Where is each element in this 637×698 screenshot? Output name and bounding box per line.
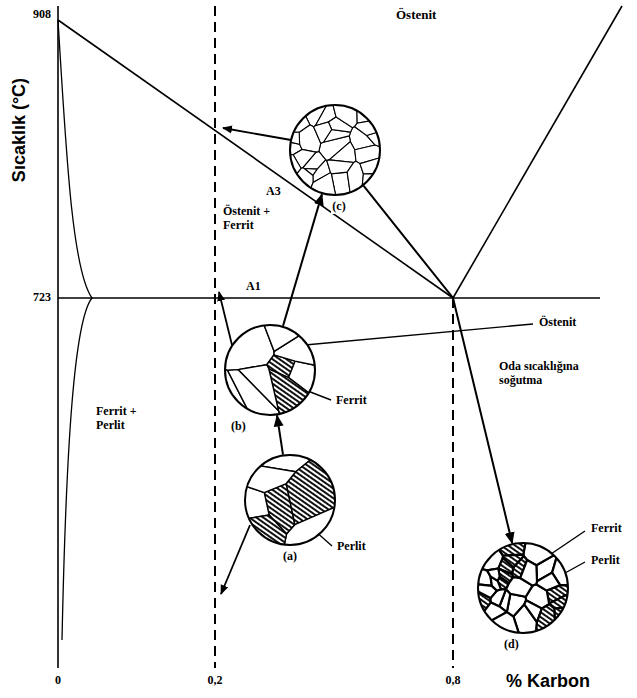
grain xyxy=(245,466,296,493)
temperature-value: 908 xyxy=(32,8,52,22)
phase-region-label: Ferrit + Perlit xyxy=(95,405,155,433)
circle-caption: (d) xyxy=(477,634,569,652)
label-anchor: A1 xyxy=(245,280,262,294)
phase-region-label: Östenit xyxy=(395,8,437,23)
label-anchor: Perlit xyxy=(590,554,621,568)
carbon-value: 0 xyxy=(54,674,62,688)
label-anchor: 908 xyxy=(32,8,52,22)
circle-outline xyxy=(225,325,315,415)
grain-structure xyxy=(477,542,569,634)
label-anchor: Ferrit xyxy=(590,522,623,536)
axis-title: Sıcaklık (°C) xyxy=(9,77,31,183)
grain-structure xyxy=(224,324,316,416)
circle-ground xyxy=(225,325,315,415)
circle-ground xyxy=(245,455,335,545)
circle-ground xyxy=(290,105,380,195)
leader-line xyxy=(223,128,291,140)
carbon-guide-line xyxy=(214,6,216,668)
microstructure-circle: (c) xyxy=(289,104,381,214)
label-anchor: 0,2 xyxy=(207,674,224,688)
grain xyxy=(536,573,560,591)
line-label: A1 xyxy=(245,280,262,294)
callout-label: Ferrit xyxy=(590,522,623,536)
callout-label: Perlit xyxy=(336,540,367,554)
temperature-value: 723 xyxy=(32,291,52,305)
microstructure-circle: (b) xyxy=(224,324,316,434)
grain xyxy=(487,568,500,580)
label-anchor: Ferrit xyxy=(335,394,368,408)
transition-arrow xyxy=(283,194,322,326)
leader-line xyxy=(305,324,533,345)
leader-line xyxy=(221,525,250,594)
phase-region-label: Östenit + Ferrit xyxy=(222,205,286,233)
temperature-axis xyxy=(57,6,59,668)
carbon-guide-line xyxy=(452,298,454,668)
leader-line xyxy=(219,292,232,345)
line-label: A3 xyxy=(265,185,282,199)
callout-label: Ferrit xyxy=(335,394,368,408)
carbon-value: 0,8 xyxy=(445,674,462,688)
circle-caption: (c) xyxy=(289,196,381,214)
circle-letter: (d) xyxy=(503,638,520,652)
circle-letter: (a) xyxy=(282,550,298,564)
microstructure-circle: (d) xyxy=(477,542,569,652)
axis-title: % Karbon xyxy=(505,671,591,693)
label-anchor: Oda sıcaklığına soğutma xyxy=(498,360,615,388)
circle-outline xyxy=(245,455,335,545)
callout-label: Perlit xyxy=(590,554,621,568)
a3-line xyxy=(58,20,453,298)
a1-line xyxy=(58,297,600,299)
transition-arrow xyxy=(364,186,513,543)
grain xyxy=(329,142,356,163)
acm-line xyxy=(453,6,622,298)
circle-ground xyxy=(478,543,568,633)
grain xyxy=(477,612,519,634)
microstructure-circle: (a) xyxy=(244,454,336,564)
circle-outline xyxy=(290,105,380,195)
label-anchor: 0 xyxy=(54,674,62,688)
circle-caption: (b) xyxy=(224,416,316,434)
label-anchor: % Karbon xyxy=(505,671,591,693)
label-anchor: 0,8 xyxy=(445,674,462,688)
grain-structure xyxy=(244,454,336,546)
ferrite-solvus xyxy=(58,20,92,640)
grain xyxy=(314,122,332,143)
circle-caption: (a) xyxy=(244,546,336,564)
callout-label: Östenit xyxy=(538,316,577,330)
carbon-value: 0,2 xyxy=(207,674,224,688)
grain xyxy=(289,104,310,132)
grain xyxy=(333,104,357,128)
circle-outline xyxy=(478,543,568,633)
circle-letter: (c) xyxy=(331,200,346,214)
grain xyxy=(238,365,278,411)
grain-structure xyxy=(289,104,381,196)
circle-letter: (b) xyxy=(230,420,247,434)
label-anchor: Ferrit + Perlit xyxy=(95,405,155,433)
grain xyxy=(520,560,537,586)
leader-line xyxy=(548,531,585,556)
label-anchor: A3 xyxy=(265,185,282,199)
label-anchor: Sıcaklık (°C) xyxy=(9,77,31,183)
grain xyxy=(289,168,313,196)
grain xyxy=(503,555,524,568)
label-anchor: 723 xyxy=(32,291,52,305)
label-anchor: Östenit xyxy=(395,8,437,23)
label-anchor: Östenit xyxy=(538,316,577,330)
label-anchor: Perlit xyxy=(336,540,367,554)
transition-arrow xyxy=(277,415,283,454)
process-note: Oda sıcaklığına soğutma xyxy=(498,360,615,388)
label-anchor: Östenit + Ferrit xyxy=(222,205,286,233)
